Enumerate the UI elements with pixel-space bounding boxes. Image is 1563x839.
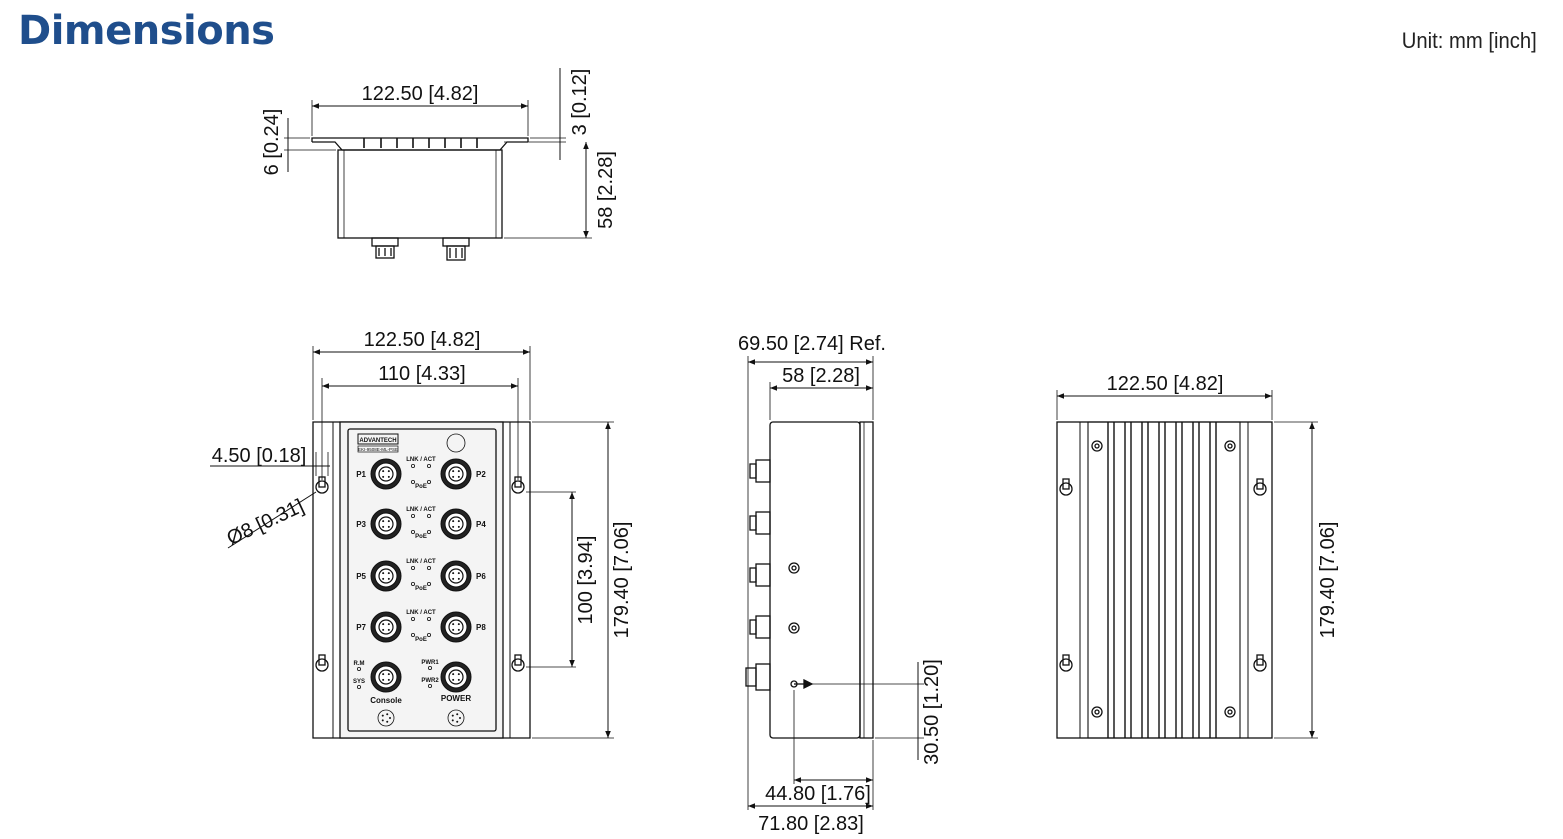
led-pwr1 [427, 666, 432, 671]
port-connector-p4 [440, 508, 472, 540]
side-view [745, 421, 874, 739]
port-label-p6: P6 [476, 572, 486, 581]
back-width: 122.50 [4.82] [1107, 373, 1224, 395]
page-title: Dimensions [18, 8, 275, 54]
led-link-right [426, 514, 431, 519]
top-connector-left [371, 237, 399, 259]
port-label-p2: P2 [476, 470, 486, 479]
back-screws [1091, 440, 1236, 718]
brand-logo: ADVANTECH [359, 438, 396, 444]
led-poe-right [426, 479, 431, 484]
side-overall-depth: 71.80 [2.83] [758, 813, 864, 835]
front-hole-spacing: 110 [4.33] [378, 363, 465, 385]
side-connector-4 [749, 615, 771, 639]
led-poe-left [410, 582, 415, 587]
side-connector-3 [749, 563, 771, 587]
top-view [284, 68, 592, 261]
top-flange-dimension: 6 [0.24] [261, 109, 283, 176]
led-label-rm: R.M [354, 661, 365, 667]
back-height: 179.40 [7.06] [1317, 522, 1339, 639]
led-label-sys: SYS [353, 679, 365, 685]
model-label: EKI-9508E-ML-PSE [358, 447, 398, 452]
led-label-poe: PoE [415, 534, 427, 540]
top-width-dimension: 122.50 [4.82] [362, 83, 479, 105]
led-link-left [410, 566, 415, 571]
led-label-poe: PoE [415, 484, 427, 490]
led-link-right [426, 617, 431, 622]
back-keyhole-br [1253, 654, 1267, 672]
led-link-right [426, 566, 431, 571]
console-connector [370, 661, 402, 693]
front-overall-width: 122.50 [4.82] [364, 329, 481, 351]
led-rm [356, 667, 361, 672]
port-connector-p2 [440, 458, 472, 490]
port-label-p5: P5 [356, 572, 366, 581]
led-poe-left [410, 479, 415, 484]
back-keyhole-tr [1253, 478, 1267, 496]
back-view [1056, 421, 1273, 739]
front-hole-diameter: Ø8 [0.31] [224, 495, 308, 550]
led-poe-left [410, 530, 415, 535]
led-link-left [410, 463, 415, 468]
led-label-pwr2: PWR2 [421, 678, 439, 684]
top-fins [363, 138, 478, 148]
top-height-dimension: 58 [2.28] [595, 151, 617, 229]
side-depth-ref: 69.50 [2.74] Ref. [738, 333, 886, 355]
front-hole-offset: 4.50 [0.18] [212, 445, 307, 467]
led-label-poe: PoE [415, 637, 427, 643]
back-heatsink-fins [1107, 422, 1217, 738]
led-poe-right [426, 530, 431, 535]
port-label-p7: P7 [356, 623, 366, 632]
led-poe-right [426, 582, 431, 587]
front-keyhole-bl [315, 654, 329, 672]
power-pinout-icon [447, 709, 465, 727]
port-connector-p7 [370, 611, 402, 643]
side-connector-5 [745, 663, 771, 691]
port-connector-p5 [370, 560, 402, 592]
port-connector-p8 [440, 611, 472, 643]
power-label: POWER [441, 694, 471, 703]
side-body-depth: 58 [2.28] [782, 365, 860, 387]
port-label-p4: P4 [476, 520, 486, 529]
back-keyhole-tl [1059, 478, 1073, 496]
port-connector-p1 [370, 458, 402, 490]
side-ground-depth: 44.80 [1.76] [765, 783, 871, 805]
front-height: 179.40 [7.06] [611, 522, 633, 639]
led-label-link-act: LNK / ACT [406, 507, 436, 513]
console-label: Console [370, 696, 402, 705]
led-label-link-act: LNK / ACT [406, 457, 436, 463]
front-view [312, 421, 531, 739]
power-connector [440, 661, 472, 693]
console-pinout-icon [377, 709, 395, 727]
front-vertical-hole-spacing: 100 [3.94] [575, 536, 597, 625]
led-sys [356, 685, 361, 690]
port-label-p8: P8 [476, 623, 486, 632]
led-label-pwr1: PWR1 [421, 660, 439, 666]
side-connector-2 [749, 511, 771, 535]
led-poe-left [410, 633, 415, 638]
led-label-poe: PoE [415, 586, 427, 592]
led-label-link-act: LNK / ACT [406, 559, 436, 565]
back-keyhole-bl [1059, 654, 1073, 672]
port-connector-p6 [440, 560, 472, 592]
led-link-left [410, 617, 415, 622]
led-link-left [410, 514, 415, 519]
top-connector-right [442, 237, 470, 261]
front-keyhole-br [511, 654, 525, 672]
port-connector-p3 [370, 508, 402, 540]
led-poe-right [426, 633, 431, 638]
top-offset-dimension: 3 [0.12] [569, 69, 591, 136]
unit-label: Unit: mm [inch] [1402, 28, 1537, 53]
side-ground-height: 30.50 [1.20] [921, 659, 943, 765]
port-label-p1: P1 [356, 470, 366, 479]
side-connector-1 [749, 459, 771, 483]
led-label-link-act: LNK / ACT [406, 610, 436, 616]
led-link-right [426, 463, 431, 468]
led-pwr2 [427, 684, 432, 689]
port-label-p3: P3 [356, 520, 366, 529]
